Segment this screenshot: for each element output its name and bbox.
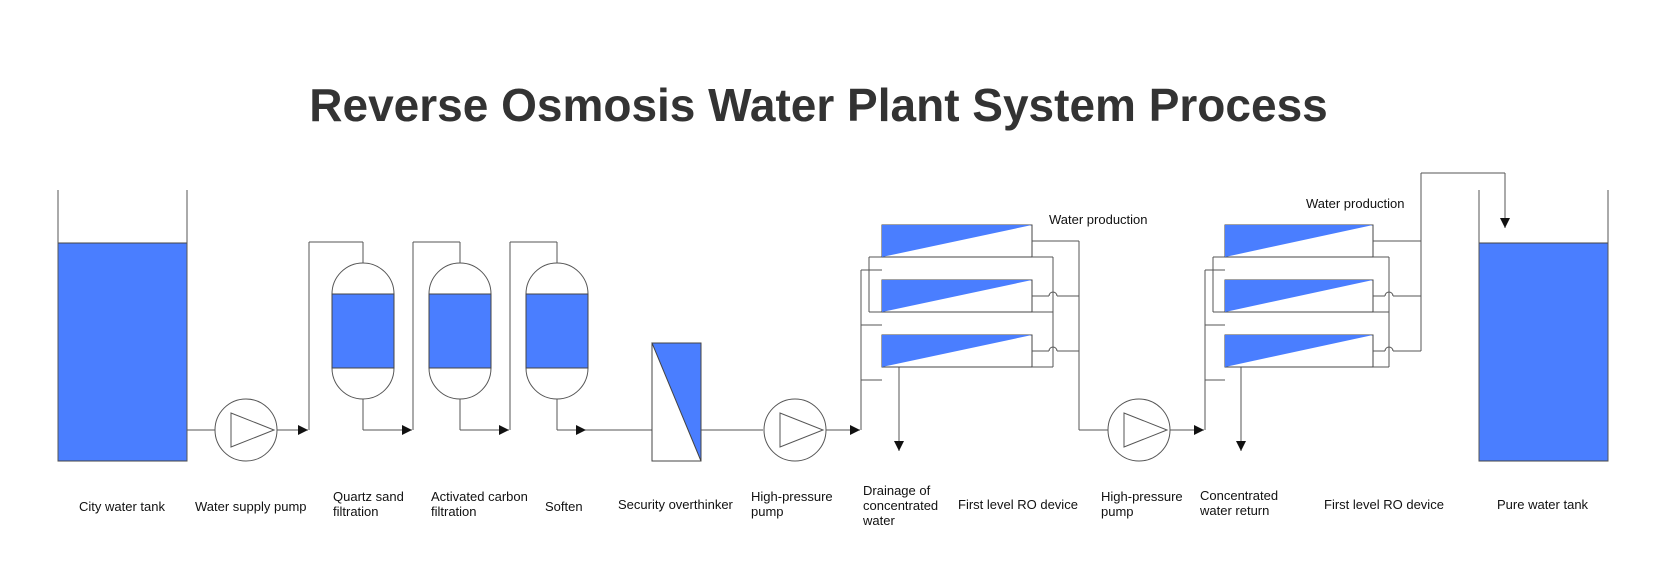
label-concentrated-return: Concentrated water return [1200,488,1279,518]
label-water-production-2: Water production [1306,196,1405,211]
label-drainage: Drainage of concentrated water [863,483,939,528]
water-supply-pump-icon [214,398,278,462]
label-activated-carbon: Activated carbon filtration [431,489,528,519]
first-level-ro-group-1 [860,224,1080,451]
label-city-water-tank: City water tank [79,499,165,514]
high-pressure-pump-1-icon [763,398,827,462]
security-filter [651,342,702,462]
diagram-title: Reverse Osmosis Water Plant System Proce… [309,79,1328,131]
label-security-overthinker: Security overthinker [618,497,733,512]
pure-water-tank [1478,190,1609,462]
soften-filter-vessel [525,262,589,400]
city-water-tank [57,190,188,462]
label-high-pressure-pump-1: High-pressure pump [751,489,833,519]
high-pressure-pump-2-icon [1107,398,1171,462]
label-first-level-ro-2: First level RO device [1324,497,1444,512]
activated-carbon-filter-vessel [428,262,492,400]
label-pure-water-tank: Pure water tank [1497,497,1589,512]
label-first-level-ro-1: First level RO device [958,497,1078,512]
label-high-pressure-pump-2: High-pressure pump [1101,489,1183,519]
first-level-ro-group-2 [1204,172,1510,451]
label-soften: Soften [545,499,583,514]
label-water-production-1: Water production [1049,212,1148,227]
quartz-sand-filter-vessel [331,262,395,400]
label-water-supply-pump: Water supply pump [195,499,307,514]
label-quartz-sand: Quartz sand filtration [333,489,404,519]
